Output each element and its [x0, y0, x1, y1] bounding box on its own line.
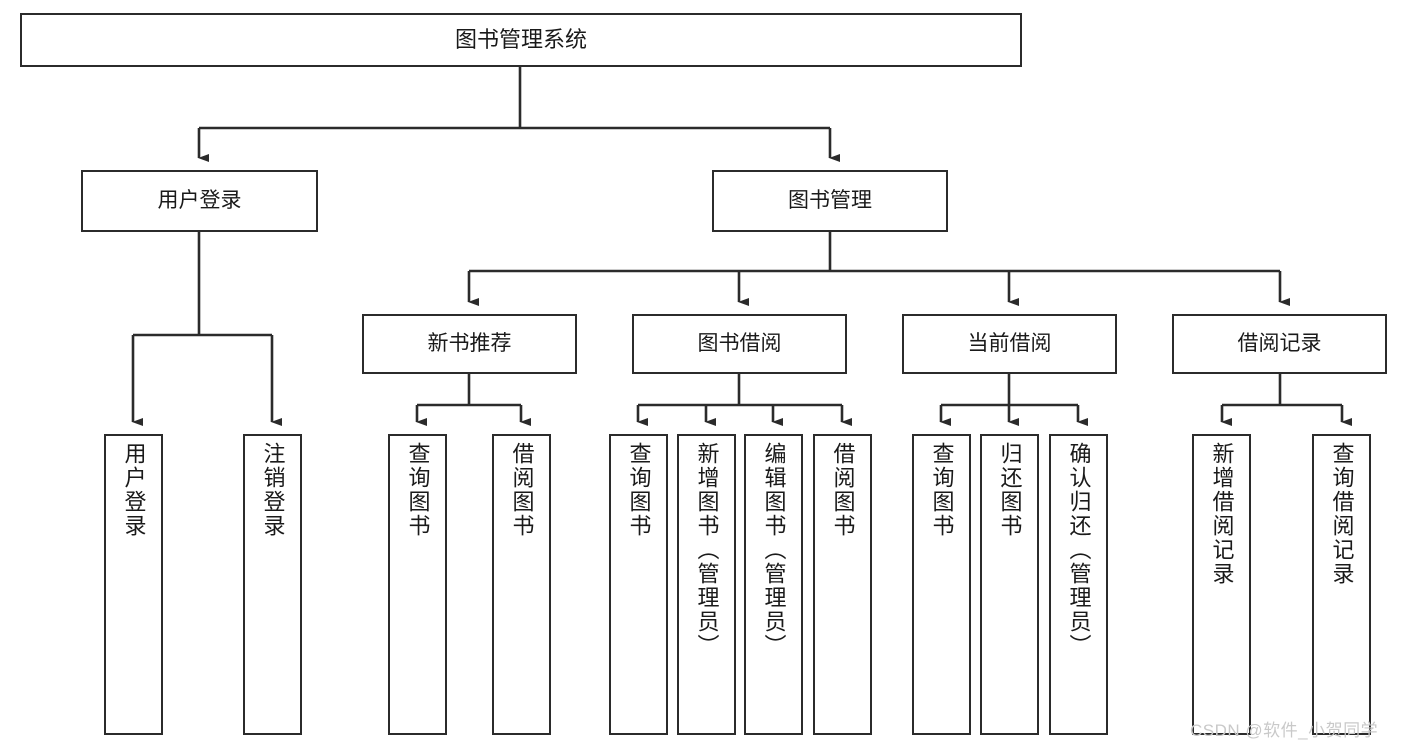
node-book-manage-label: 图书管理 — [788, 188, 872, 212]
node-leaf-add-book[interactable]: 新增图书（管理员） — [677, 434, 736, 735]
node-leaf-user-login[interactable]: 用户登录 — [104, 434, 163, 735]
node-new-book-rec[interactable]: 新书推荐 — [362, 314, 577, 374]
node-leaf-borrow-books-2[interactable]: 借阅图书 — [813, 434, 872, 735]
node-leaf-logout-label: 注销登录 — [260, 442, 286, 538]
node-user-login-label: 用户登录 — [157, 188, 242, 212]
node-leaf-add-record[interactable]: 新增借阅记录 — [1192, 434, 1251, 735]
node-leaf-borrow-books-1-label: 借阅图书 — [509, 442, 535, 538]
node-leaf-query-books-3-label: 查询图书 — [929, 442, 955, 538]
node-leaf-borrow-books-2-label: 借阅图书 — [830, 442, 856, 538]
node-leaf-query-books-3[interactable]: 查询图书 — [912, 434, 971, 735]
node-leaf-confirm-return-label: 确认归还（管理员） — [1066, 442, 1092, 658]
node-leaf-confirm-return[interactable]: 确认归还（管理员） — [1049, 434, 1108, 735]
node-new-book-rec-label: 新书推荐 — [427, 331, 512, 355]
node-leaf-return-book[interactable]: 归还图书 — [980, 434, 1039, 735]
node-root-label: 图书管理系统 — [454, 27, 587, 53]
node-leaf-return-book-label: 归还图书 — [997, 442, 1023, 538]
node-leaf-query-books-2[interactable]: 查询图书 — [609, 434, 668, 735]
node-leaf-edit-book-label: 编辑图书（管理员） — [761, 442, 787, 658]
node-borrow-record-label: 借阅记录 — [1237, 331, 1322, 355]
node-leaf-query-books-1-label: 查询图书 — [405, 442, 431, 538]
node-leaf-borrow-books-1[interactable]: 借阅图书 — [492, 434, 551, 735]
node-user-login[interactable]: 用户登录 — [81, 170, 318, 232]
node-borrow-record[interactable]: 借阅记录 — [1172, 314, 1387, 374]
node-book-borrow-label: 图书借阅 — [697, 331, 782, 355]
node-leaf-user-login-label: 用户登录 — [121, 442, 147, 538]
node-leaf-add-book-label: 新增图书（管理员） — [694, 442, 720, 658]
node-book-manage[interactable]: 图书管理 — [712, 170, 948, 232]
node-leaf-logout[interactable]: 注销登录 — [243, 434, 302, 735]
watermark-text: CSDN @软件_小贺同学 — [1190, 721, 1379, 740]
node-leaf-query-books-2-label: 查询图书 — [626, 442, 652, 538]
node-leaf-query-record-label: 查询借阅记录 — [1329, 442, 1355, 586]
node-book-borrow[interactable]: 图书借阅 — [632, 314, 847, 374]
node-leaf-add-record-label: 新增借阅记录 — [1209, 442, 1235, 586]
node-leaf-edit-book[interactable]: 编辑图书（管理员） — [744, 434, 803, 735]
node-leaf-query-record[interactable]: 查询借阅记录 — [1312, 434, 1371, 735]
node-current-borrow[interactable]: 当前借阅 — [902, 314, 1117, 374]
node-leaf-query-books-1[interactable]: 查询图书 — [388, 434, 447, 735]
node-root[interactable]: 图书管理系统 — [20, 13, 1022, 67]
node-current-borrow-label: 当前借阅 — [967, 331, 1052, 355]
